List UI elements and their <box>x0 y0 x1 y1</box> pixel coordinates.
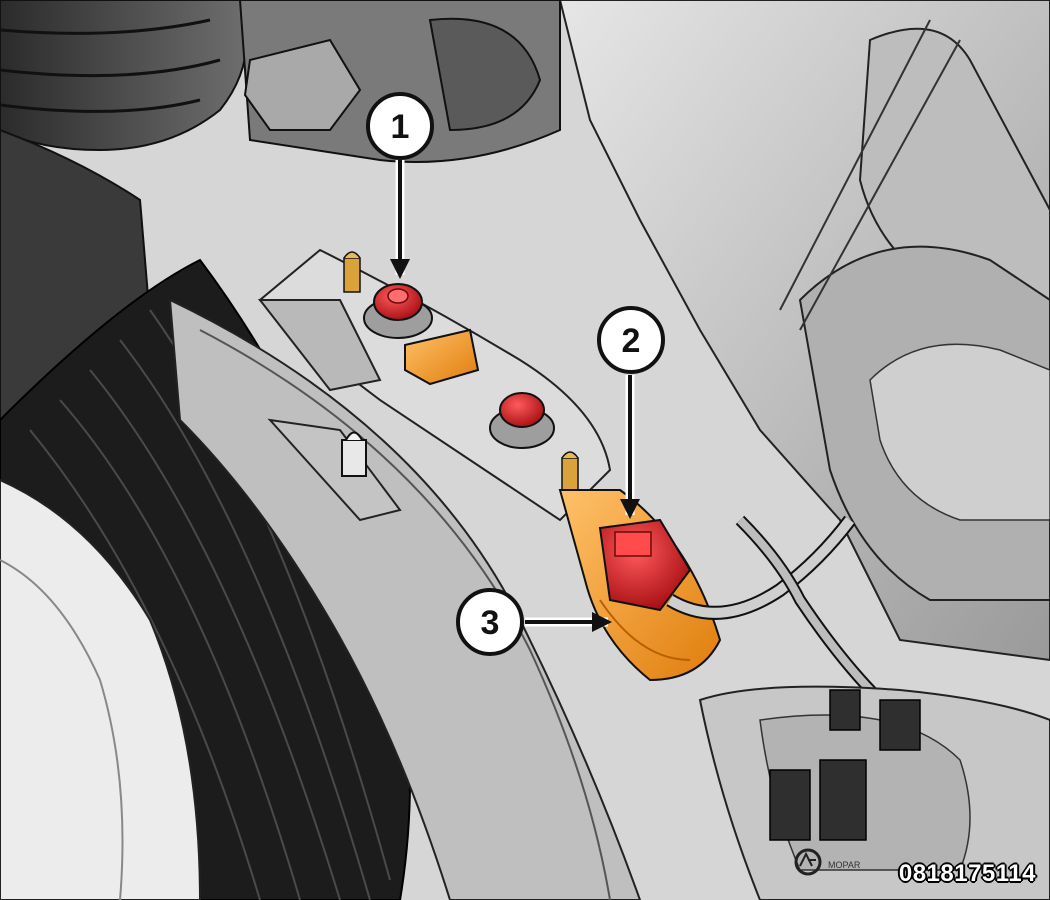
bracket-tab-left <box>257 299 382 392</box>
red-terminal-stud-1 <box>363 283 433 339</box>
orange-clip <box>404 328 480 386</box>
housing-ribs <box>779 19 961 331</box>
callout-3: 3 <box>456 588 524 656</box>
housing-detail <box>869 343 1050 521</box>
callout-2-number: 2 <box>622 322 641 360</box>
mopar-logo: MOPAR <box>794 848 861 876</box>
tire-treads <box>29 309 391 900</box>
rim-line <box>0 559 124 900</box>
callout-1-number: 1 <box>391 108 410 146</box>
callout-3-number: 3 <box>481 604 500 642</box>
inner-fender <box>168 298 642 900</box>
hex-nut <box>243 38 362 131</box>
wheel-rim <box>0 478 202 900</box>
bracket-tab-lower <box>267 418 402 522</box>
push-pin <box>341 431 367 477</box>
figure-id-label: 0818175114 <box>898 860 1036 887</box>
red-terminal-stud-2 <box>489 392 555 449</box>
insulator-edge <box>599 599 691 661</box>
harness <box>737 517 883 703</box>
red-connector <box>598 518 692 612</box>
callout-1: 1 <box>366 92 434 160</box>
tan-stud-upper <box>343 251 361 293</box>
bracket-boss <box>428 17 542 132</box>
callout-2: 2 <box>597 306 665 374</box>
wire <box>667 516 854 618</box>
harness-clips <box>769 689 921 841</box>
hose-ribs <box>0 18 221 113</box>
logo-lettering: MOPAR <box>828 860 861 870</box>
tan-stud-lower <box>561 451 579 493</box>
